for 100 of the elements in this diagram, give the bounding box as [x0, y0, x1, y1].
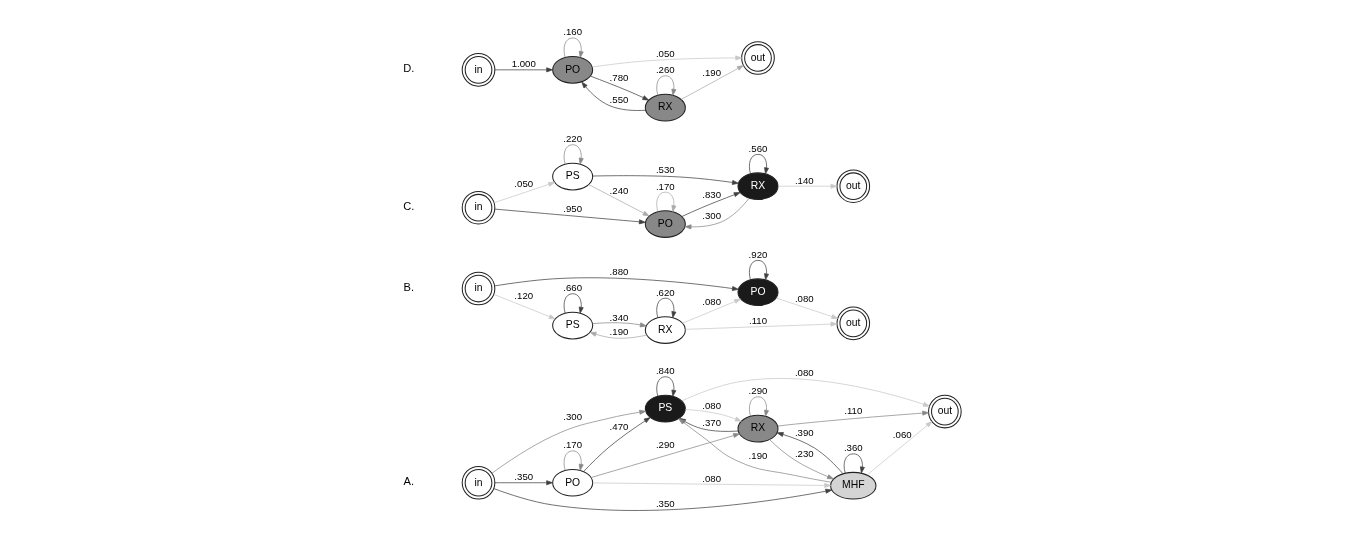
edge-label: .360: [843, 442, 863, 454]
edge-label: .050: [514, 178, 534, 190]
arrow: [583, 417, 651, 472]
node-ellipse: RX: [737, 414, 779, 443]
edge-label: .920: [748, 248, 768, 260]
arrow: [656, 297, 677, 318]
arrow: [591, 55, 742, 68]
node-ellipse: PO: [737, 278, 779, 307]
arrow: [494, 480, 553, 486]
edge-label: .560: [748, 142, 768, 154]
arrow: [494, 277, 739, 291]
edge-label: .240: [609, 184, 629, 196]
edge-label: .080: [702, 296, 722, 308]
edge-label: .350: [514, 471, 534, 483]
edge-label: .880: [609, 266, 629, 278]
edge-label: .340: [609, 311, 629, 323]
node-ellipse: RX: [737, 172, 779, 201]
arrow: [656, 376, 677, 397]
arrow: [749, 396, 769, 417]
arrow: [684, 198, 750, 230]
edge-label: .080: [794, 367, 814, 379]
arrow: [493, 182, 555, 204]
arrow: [581, 81, 646, 111]
node-ellipse: PS: [552, 162, 594, 191]
arrow: [592, 322, 647, 328]
arrow: [777, 410, 929, 427]
arrow: [656, 75, 677, 96]
edge-label: .470: [609, 421, 629, 433]
arrow: [491, 409, 647, 474]
edge-label: .840: [655, 365, 675, 377]
edge-label: .390: [794, 427, 814, 439]
arrow: [776, 432, 844, 475]
edge-label: .170: [655, 180, 675, 192]
edge-label: .300: [563, 411, 583, 423]
arrow: [680, 65, 744, 100]
label: B.: [403, 281, 415, 294]
edge-label: .080: [794, 293, 814, 305]
edge-label: .350: [655, 497, 675, 509]
arrow: [493, 294, 556, 320]
label: D.: [403, 62, 415, 75]
edge-label: .190: [702, 67, 722, 79]
edge-label: .160: [563, 26, 583, 38]
node-ellipse: PO: [552, 56, 594, 84]
arrow: [682, 298, 741, 324]
edge-label: .190: [609, 325, 629, 337]
arrow: [588, 184, 650, 217]
edge-label: .080: [702, 399, 722, 411]
edge-label: .620: [655, 286, 675, 298]
node-ellipse: PO: [552, 468, 594, 497]
edge-label: .190: [748, 449, 768, 461]
arrow: [775, 297, 839, 319]
node-ellipse: RX: [644, 316, 686, 344]
arrow: [681, 192, 741, 217]
arrow: [563, 450, 584, 471]
node-ellipse: PS: [552, 311, 594, 340]
edge-label: .550: [609, 93, 629, 105]
arrow: [592, 175, 739, 185]
arrow: [493, 488, 833, 511]
arrow: [591, 433, 740, 478]
edge-label: .780: [609, 72, 629, 84]
edge-label: .290: [748, 385, 768, 397]
edge-label: .950: [563, 202, 583, 214]
arrow: [563, 144, 584, 165]
edge-label: .300: [702, 210, 722, 222]
label: C.: [403, 200, 415, 213]
edge-label: .660: [563, 282, 583, 294]
edge-label: .060: [892, 428, 912, 440]
edge-label: .260: [655, 64, 675, 76]
arrow: [656, 191, 677, 212]
edge-label: .110: [748, 314, 768, 326]
arrow: [590, 75, 650, 101]
edge-label: .290: [655, 439, 675, 451]
arrow: [769, 439, 834, 480]
edge-label: .080: [702, 472, 722, 484]
edge-label: .220: [563, 133, 583, 145]
edge-label: .530: [655, 164, 675, 176]
edge-label: .120: [514, 290, 534, 302]
arrow: [684, 409, 742, 422]
node-ellipse: MHF: [830, 471, 877, 500]
edge-label: .830: [702, 188, 722, 200]
label: A.: [403, 475, 415, 488]
arrow: [749, 154, 769, 175]
arrow: [563, 37, 584, 58]
arrow: [494, 67, 553, 73]
edge-label: .110: [844, 405, 863, 417]
arrow: [843, 453, 865, 474]
edge-label: .170: [563, 439, 583, 451]
arrow: [589, 331, 648, 339]
edge-label: .050: [655, 47, 675, 59]
arrow: [563, 293, 584, 314]
arrow: [777, 183, 838, 189]
edge-label: .370: [702, 416, 722, 428]
arrow: [866, 421, 933, 476]
edge-label: .230: [794, 448, 814, 460]
arrow: [749, 260, 769, 281]
arrow: [494, 208, 646, 225]
edge-label: .140: [794, 174, 814, 186]
edge-label: 1.000: [511, 58, 536, 70]
arrow: [684, 321, 838, 330]
arrow: [681, 378, 930, 407]
